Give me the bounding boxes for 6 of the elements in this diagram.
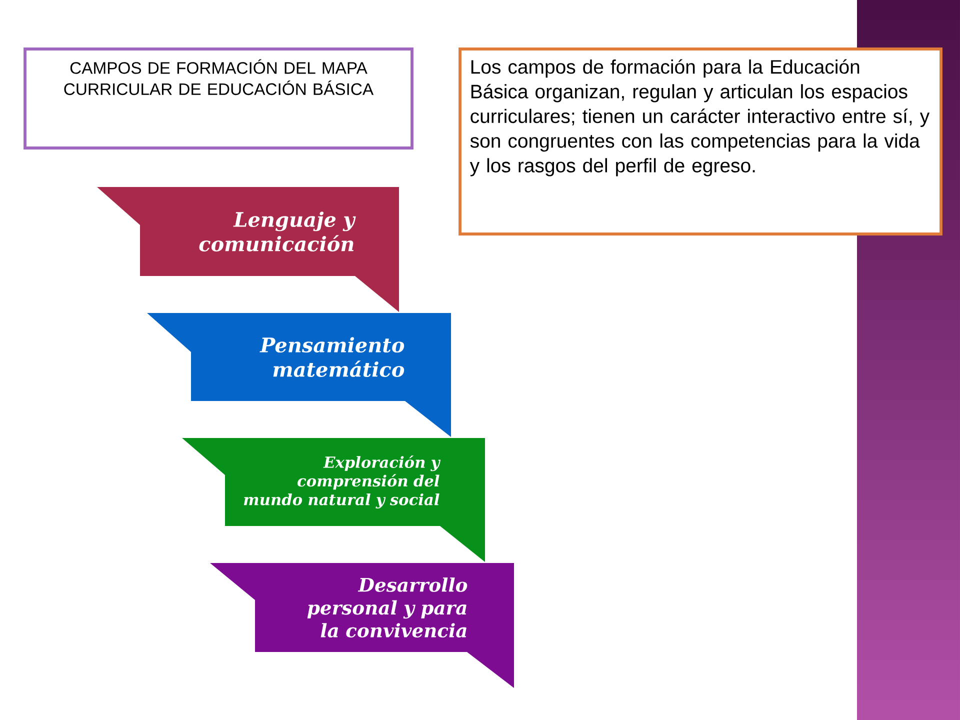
text-box: Los campos de formación para la Educación Básica organizan, regulan y articulan los espacios curriculares; tienen un carácter interactivo entre sí, y son congruentes con las competencias para la vida y los rasgos del perfil de egreso. [458, 48, 942, 236]
title-box: CAMPOS DE FORMACIÓN DEL MAPA CURRICULAR DE EDUCACIÓN BÁSICA [24, 48, 414, 150]
ribbon-banner: Lenguaje y comunicación [97, 187, 399, 312]
ribbon-banner: Desarrollo personal y para la convivencia [210, 563, 514, 688]
ribbon-banner: Pensamiento matemático [147, 313, 451, 437]
ribbon-banner: Exploración y comprensión del mundo natural y social [182, 438, 485, 562]
